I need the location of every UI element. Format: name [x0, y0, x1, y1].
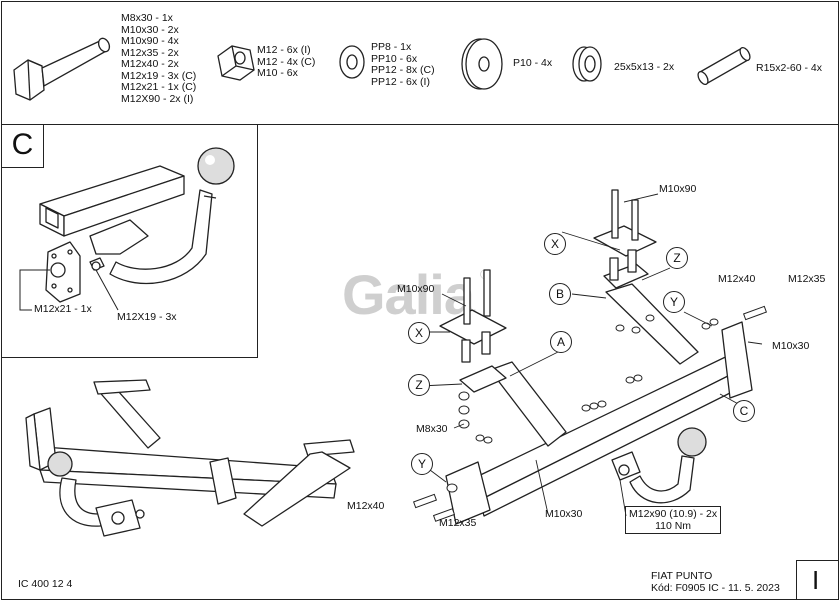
bubble-b: B — [549, 283, 571, 305]
tow-ball — [197, 147, 235, 185]
arm-a — [489, 361, 567, 447]
crossbar-side — [39, 469, 337, 499]
sheet-label: I — [812, 565, 820, 595]
callout-m12x35-left: M12x35 — [439, 517, 477, 529]
plate-z-lower — [459, 365, 507, 393]
plate-x-lower — [439, 309, 507, 345]
detail-c-drawing — [19, 147, 235, 311]
detail-c-border — [1, 124, 258, 358]
callout-m10x90-lower: M10x90 — [397, 283, 435, 295]
plate-z-upper — [603, 263, 649, 289]
main-tow-ball — [677, 427, 707, 457]
callout-m12x35-right: M12x35 — [788, 273, 826, 285]
bubble-x-upper: X — [544, 233, 566, 255]
kod-line: Kód: F0905 IC - 11. 5. 2023 — [651, 582, 780, 594]
vehicle-name: FIAT PUNTO — [651, 570, 713, 582]
callout-m10x90-upper: M10x90 — [659, 183, 697, 195]
spring-washer-list: PP8 - 1x PP10 - 6x PP12 - 8x (C) PP12 - … — [371, 41, 435, 88]
callout-m8x30: M8x30 — [416, 423, 448, 435]
callout-m12x40-right: M12x40 — [718, 273, 756, 285]
bubble-z-lower: Z — [408, 374, 430, 396]
tow-neck — [109, 189, 213, 285]
spacer-icon — [572, 46, 602, 82]
detail-c-callout-m12x19: M12X19 - 3x — [117, 311, 177, 323]
tube-label: R15x2-60 - 4x — [756, 62, 822, 74]
plate-x-upper — [593, 225, 657, 257]
bubble-c: C — [733, 400, 755, 422]
exploded-drawing — [412, 189, 768, 525]
bubble-x-lower: X — [408, 322, 430, 344]
detail-c-label: C — [11, 128, 34, 161]
flat-washer-label: P10 - 4x — [513, 57, 553, 69]
torque-spec-bolt: M12x90 (10.9) - 2x — [629, 508, 718, 520]
flat-washer-icon — [461, 38, 503, 90]
assembly-left-drawing — [25, 379, 355, 537]
bolt-list: M8x30 - 1x M10x30 - 2x M10x90 - 4x M12x3… — [121, 12, 197, 105]
hardware-panel-border — [1, 1, 839, 125]
callout-m10x30-right: M10x30 — [772, 340, 810, 352]
nut-list: M12 - 6x (I) M12 - 4x (C) M10 - 6x — [257, 44, 316, 79]
tube-icon — [697, 46, 751, 86]
nut-icon — [217, 45, 255, 81]
callout-m10x30-center: M10x30 — [545, 508, 583, 520]
sheet-label-border — [796, 560, 839, 600]
spacer-label: 25x5x13 - 2x — [614, 61, 675, 73]
main-neck — [629, 455, 695, 504]
bolt-icon — [13, 37, 111, 101]
detail-c-label-box: C — [1, 124, 44, 168]
arm-b — [605, 283, 699, 365]
bubble-y-lower: Y — [411, 453, 433, 475]
doc-code: IC 400 12 4 — [18, 578, 73, 590]
torque-spec-box: M12x90 (10.9) - 2x 110 Nm — [625, 506, 722, 534]
left-tow-ball — [47, 451, 73, 477]
detail-c-callout-m12x21: M12x21 - 1x — [34, 303, 92, 315]
galia-watermark: Galia — [342, 263, 475, 326]
torque-spec-value: 110 Nm — [655, 520, 692, 532]
callout-m12x40-left: M12x40 — [347, 500, 385, 512]
bubble-z-upper: Z — [666, 247, 688, 269]
hardware-icons — [13, 37, 751, 101]
bubble-a: A — [550, 331, 572, 353]
spring-washer-icon — [339, 45, 365, 79]
bubble-y-upper: Y — [663, 291, 685, 313]
